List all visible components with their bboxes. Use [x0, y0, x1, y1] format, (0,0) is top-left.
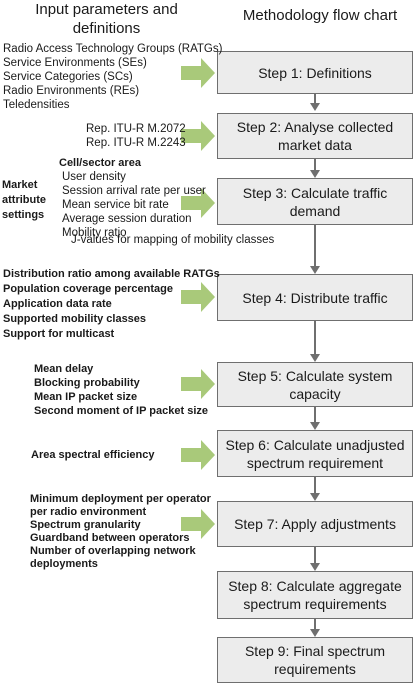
input-text: Second moment of IP packet size [34, 405, 209, 417]
inputs-header: Input parameters and definitions [35, 1, 178, 37]
input-text: Rep. ITU-R M.2243 [86, 137, 186, 149]
input-text: Service Environments (SEs) [3, 57, 147, 69]
step-1-box: Step 1: Definitions [217, 51, 413, 94]
connector-2-3 [314, 159, 316, 170]
step-9-box: Step 9: Final spectrum requirements [217, 637, 413, 683]
connector-1-2 [314, 94, 316, 103]
input-text: Rep. ITU-R M.2072 [86, 123, 186, 135]
step3-jvalues: J-values for mapping of mobility classes [71, 234, 275, 246]
connector-8-9 [314, 619, 316, 629]
input-text: Blocking probability [34, 377, 140, 389]
input-text: Number of overlapping network [30, 545, 196, 557]
input-text: Teledensities [3, 99, 70, 111]
input-arrow-step4 [181, 282, 215, 312]
input-text: Mean delay [34, 363, 94, 375]
input-text: Spectrum granularity [30, 519, 141, 531]
input-text: Population coverage percentage [3, 283, 173, 295]
connector-4-5-head [310, 354, 320, 362]
connector-3-4-head [310, 266, 320, 274]
step3-heading: Cell/sector area [59, 157, 141, 169]
connector-4-5 [314, 321, 316, 354]
input-text: Average session duration [62, 213, 192, 225]
input-text: per radio environment [30, 506, 147, 518]
step6-inputs: Area spectral efficiency [31, 448, 155, 462]
input-text: deployments [30, 558, 98, 570]
step-2-box: Step 2: Analyse collected market data [217, 113, 413, 159]
input-text: Support for multicast [3, 328, 115, 340]
step-7-box: Step 7: Apply adjustments [217, 501, 413, 547]
input-text: Mean IP packet size [34, 391, 138, 403]
input-text: Session arrival rate per user [62, 185, 206, 197]
input-text: Mobility ratio [62, 227, 127, 239]
label-text: Market [2, 179, 38, 191]
step1-inputs: Radio Access Technology Groups (RATGs) S… [3, 42, 222, 112]
step-3-box: Step 3: Calculate traffic demand [217, 178, 413, 225]
market-attribute-label: Market attribute settings [2, 178, 46, 223]
input-arrow-step3 [181, 188, 215, 218]
step-6-box: Step 6: Calculate unadjusted spectrum re… [217, 430, 413, 477]
connector-8-9-head [310, 629, 320, 637]
input-text: Minimum deployment per operator [30, 493, 211, 505]
connector-2-3-head [310, 170, 320, 178]
input-arrow-step2 [181, 121, 215, 151]
input-text: Guardband between operators [30, 532, 190, 544]
label-text: attribute [2, 194, 46, 206]
step-4-box: Step 4: Distribute traffic [217, 274, 413, 321]
connector-3-4 [314, 225, 316, 266]
input-text: User density [62, 171, 126, 183]
input-text: Radio Access Technology Groups (RATGs) [3, 43, 223, 55]
step2-inputs: Rep. ITU-R M.2072 Rep. ITU-R M.2243 [86, 122, 186, 150]
input-text: Supported mobility classes [3, 313, 147, 325]
input-text: Application data rate [3, 298, 112, 310]
connector-5-6-head [310, 422, 320, 430]
step7-inputs: Minimum deployment per operator per radi… [30, 493, 211, 571]
step3-inputs: User density Session arrival rate per us… [62, 170, 206, 240]
connector-7-8 [314, 547, 316, 563]
input-arrow-step1 [181, 58, 215, 88]
step-8-box: Step 8: Calculate aggregate spectrum req… [217, 571, 413, 619]
input-text: Radio Environments (REs) [3, 85, 140, 97]
connector-6-7 [314, 477, 316, 493]
connector-1-2-head [310, 103, 320, 111]
connector-7-8-head [310, 563, 320, 571]
input-text: Distribution ratio among available RATGs [3, 268, 220, 280]
step5-inputs: Mean delay Blocking probability Mean IP … [34, 362, 208, 418]
flowchart-header: Methodology flow chart [242, 7, 398, 24]
label-text: settings [2, 209, 45, 221]
input-text: Service Categories (SCs) [3, 71, 133, 83]
connector-5-6 [314, 407, 316, 422]
input-arrow-step5 [181, 369, 215, 399]
input-text: Area spectral efficiency [31, 449, 155, 461]
input-arrow-step6 [181, 440, 215, 470]
step4-inputs: Distribution ratio among available RATGs… [3, 267, 220, 342]
input-arrow-step7 [181, 509, 215, 539]
connector-6-7-head [310, 493, 320, 501]
step-5-box: Step 5: Calculate system capacity [217, 362, 413, 407]
input-text: Mean service bit rate [62, 199, 169, 211]
